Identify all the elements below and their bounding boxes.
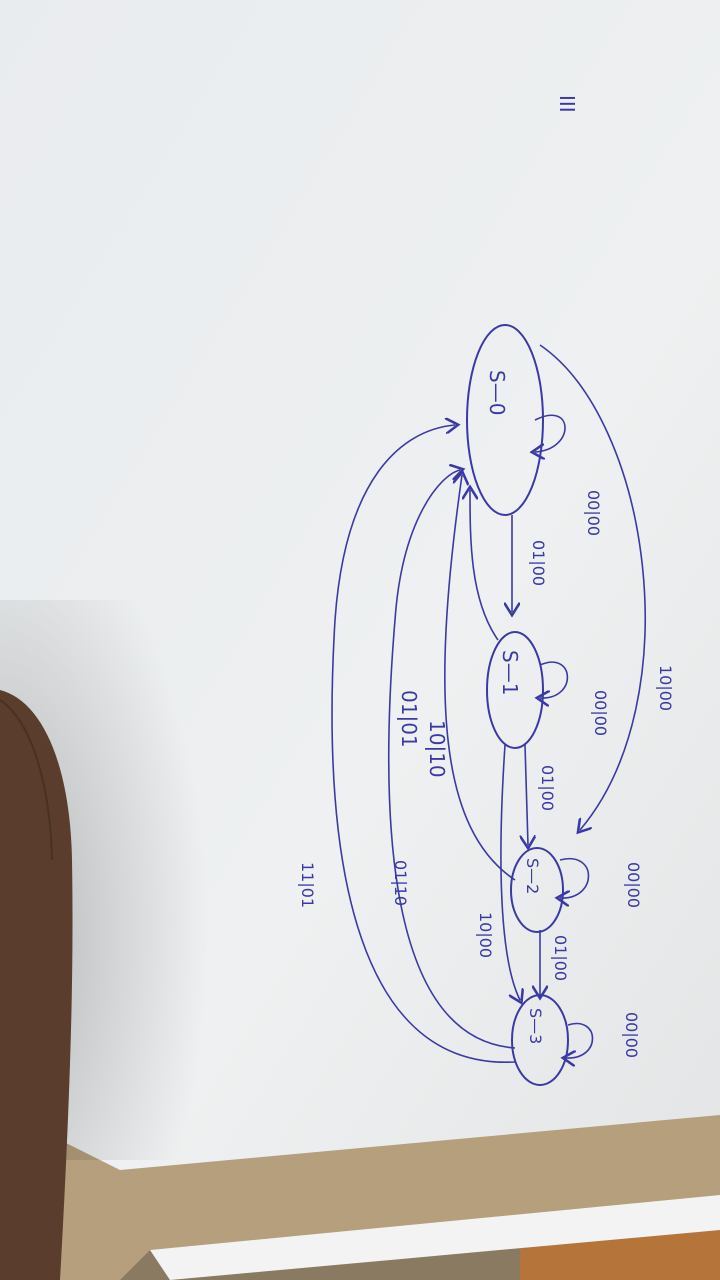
- label-s1-s3: 10|00: [476, 912, 495, 958]
- transition-s0-s2: [539, 344, 646, 830]
- thumb-crease: [0, 699, 53, 861]
- transition-s1-s2: [525, 744, 528, 845]
- thumb: [0, 690, 73, 1280]
- state-s1: [486, 631, 544, 749]
- state-s0: [466, 324, 544, 516]
- state-label-s0: S—0: [485, 370, 509, 415]
- state-diagram: S—0 S—1 S—2 S—3 00|00 01|00 10|00 00|00 …: [298, 324, 675, 1086]
- transition-s2-s2: [560, 857, 590, 898]
- state-label-s3: S—3: [526, 1008, 545, 1044]
- label-s1-s2: 01|00: [538, 765, 557, 811]
- label-s3-s0-a: 01|10: [391, 860, 410, 906]
- page-mark: III: [555, 95, 579, 113]
- state-label-s1: S—1: [498, 650, 522, 695]
- state-s3: [511, 994, 569, 1086]
- label-s2-s3: 01|00: [551, 935, 570, 981]
- label-s3-s0-b: 11|01: [298, 862, 317, 908]
- label-s0-s1: 01|00: [529, 540, 548, 586]
- label-s2-s0: 10|10: [425, 720, 449, 778]
- state-s2: [510, 847, 564, 933]
- transition-s1-s0: [470, 490, 499, 641]
- transition-s2-s0: [444, 475, 516, 881]
- transition-s0-s0: [535, 414, 566, 452]
- label-s2-s2: 00|00: [624, 862, 643, 908]
- label-s0-s2: 10|00: [656, 665, 675, 711]
- label-s1-s1: 00|00: [591, 690, 610, 736]
- transition-s1-s1: [540, 661, 569, 698]
- label-s3-s3: 00|00: [622, 1012, 641, 1058]
- transition-s3-s0-b: [331, 425, 516, 1063]
- label-s1-s0: 01|01: [397, 690, 421, 748]
- transition-s3-s0-a: [387, 470, 516, 1049]
- paper-stack-edge: [150, 1195, 720, 1280]
- label-s0-s0: 00|00: [584, 490, 603, 536]
- transition-s3-s3: [566, 1022, 594, 1059]
- transition-s1-s3: [500, 744, 520, 1000]
- state-label-s2: S—2: [523, 858, 542, 894]
